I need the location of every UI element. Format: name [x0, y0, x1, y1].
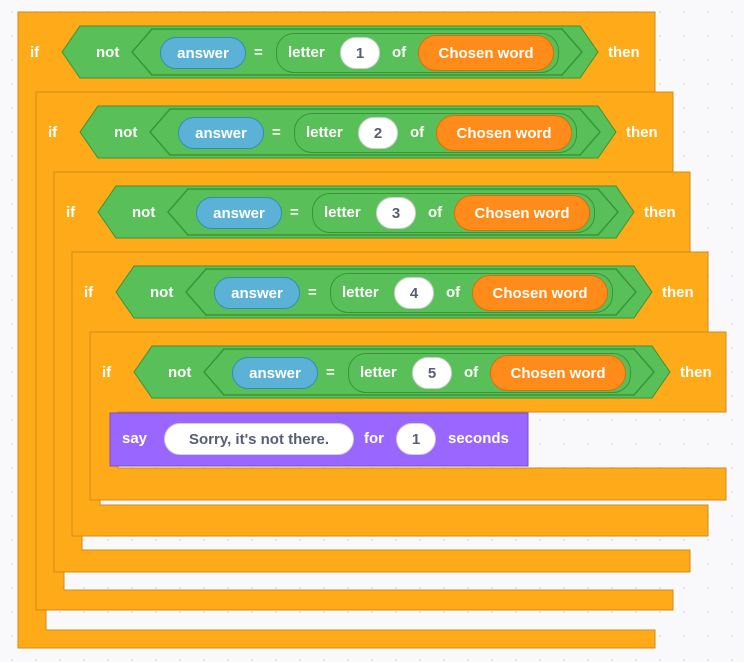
equals-sign: =	[290, 204, 299, 221]
letter-index-input[interactable]: 5	[412, 357, 452, 389]
of-label: of	[392, 44, 407, 61]
of-label: of	[464, 364, 479, 381]
letter-label: letter	[306, 124, 343, 141]
not-keyword: not	[114, 124, 138, 141]
chosen-word-variable[interactable]: Chosen word	[454, 195, 590, 231]
letter-of-block[interactable]	[294, 113, 577, 153]
if-keyword: if	[84, 284, 94, 301]
if-keyword: if	[102, 364, 112, 381]
if-block-4[interactable]	[71, 251, 709, 537]
chosen-word-variable[interactable]: Chosen word	[490, 355, 626, 391]
answer-reporter[interactable]: answer	[160, 37, 246, 69]
answer-reporter[interactable]: answer	[178, 117, 264, 149]
equals-sign: =	[272, 124, 281, 141]
seconds-label: seconds	[448, 430, 509, 447]
letter-of-block[interactable]	[330, 273, 613, 313]
if-keyword: if	[48, 124, 58, 141]
seconds-input[interactable]: 1	[396, 423, 436, 455]
of-label: of	[446, 284, 461, 301]
letter-index-input[interactable]: 1	[340, 37, 380, 69]
chosen-word-variable[interactable]: Chosen word	[472, 275, 608, 311]
answer-reporter[interactable]: answer	[232, 357, 318, 389]
letter-label: letter	[324, 204, 361, 221]
not-keyword: not	[96, 44, 120, 61]
letter-label: letter	[288, 44, 325, 61]
say-message-input[interactable]: Sorry, it's not there.	[164, 423, 354, 455]
chosen-word-variable[interactable]: Chosen word	[436, 115, 572, 151]
letter-of-block[interactable]	[348, 353, 631, 393]
then-keyword: then	[608, 44, 640, 61]
chosen-word-variable[interactable]: Chosen word	[418, 35, 554, 71]
of-label: of	[428, 204, 443, 221]
not-keyword: not	[150, 284, 174, 301]
then-keyword: then	[680, 364, 712, 381]
not-keyword: not	[132, 204, 156, 221]
equals-sign: =	[326, 364, 335, 381]
letter-label: letter	[360, 364, 397, 381]
letter-index-input[interactable]: 2	[358, 117, 398, 149]
letter-index-input[interactable]: 3	[376, 197, 416, 229]
if-keyword: if	[66, 204, 76, 221]
for-keyword: for	[364, 430, 384, 447]
then-keyword: then	[626, 124, 658, 141]
answer-reporter[interactable]: answer	[196, 197, 282, 229]
letter-label: letter	[342, 284, 379, 301]
of-label: of	[410, 124, 425, 141]
equals-sign: =	[308, 284, 317, 301]
then-keyword: then	[644, 204, 676, 221]
say-keyword: say	[122, 430, 148, 447]
not-keyword: not	[168, 364, 192, 381]
if-keyword: if	[30, 44, 40, 61]
equals-sign: =	[254, 44, 263, 61]
then-keyword: then	[662, 284, 694, 301]
letter-index-input[interactable]: 4	[394, 277, 434, 309]
answer-reporter[interactable]: answer	[214, 277, 300, 309]
letter-of-block[interactable]	[312, 193, 595, 233]
letter-of-block[interactable]	[276, 33, 559, 73]
